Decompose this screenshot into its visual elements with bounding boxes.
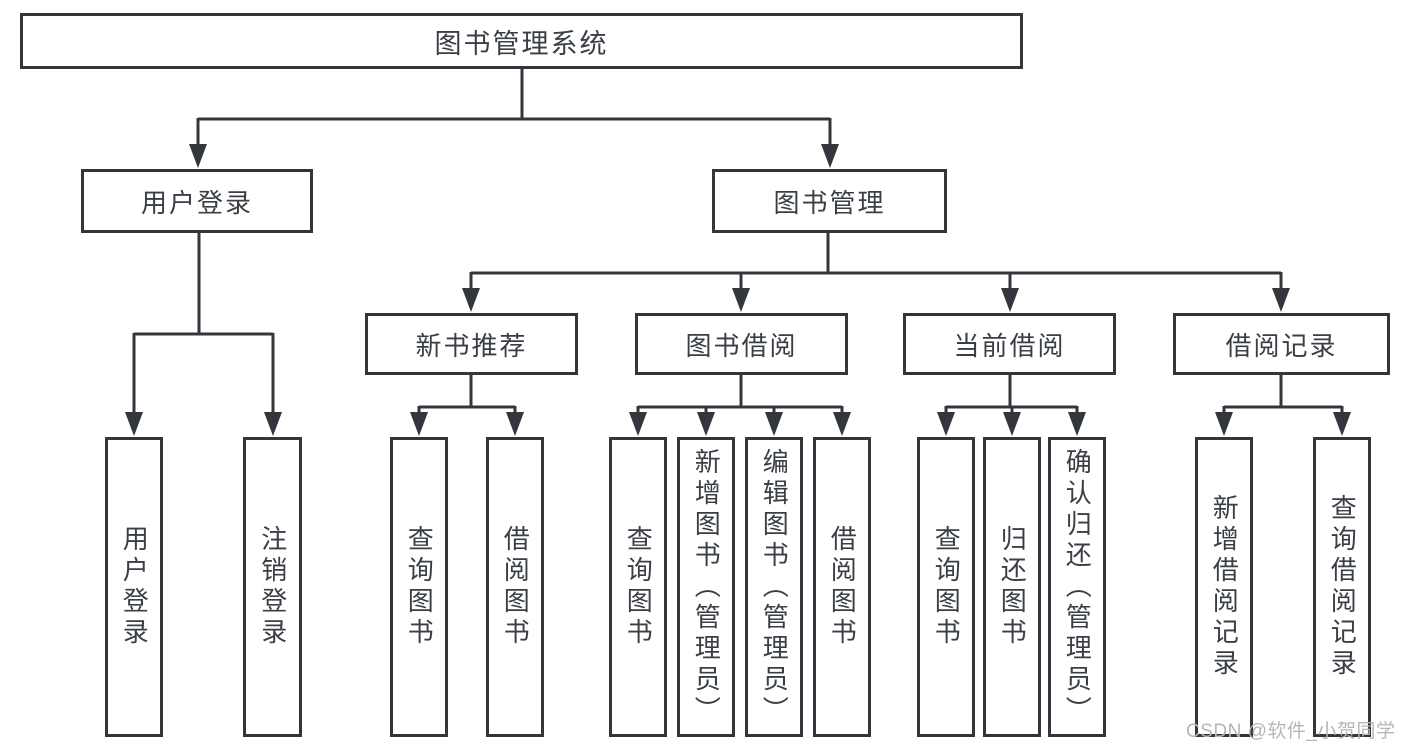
leaf-query-books-current: 查询图书	[917, 437, 975, 737]
node-label: 查询图书	[404, 525, 435, 649]
node-user-login: 用户登录	[81, 169, 313, 233]
leaf-query-borrow-record: 查询借阅记录	[1313, 437, 1371, 737]
node-library-management-system: 图书管理系统	[20, 13, 1023, 69]
node-new-book-recommend: 新书推荐	[365, 313, 578, 375]
node-label: 新增借阅记录	[1209, 494, 1240, 680]
node-label: 查询图书	[931, 525, 962, 649]
node-label: 借阅图书	[827, 525, 858, 649]
node-label: 借阅图书	[500, 525, 531, 649]
node-label: 查询借阅记录	[1327, 494, 1358, 680]
node-label: 借阅记录	[1225, 330, 1338, 361]
leaf-borrow-books-recommend: 借阅图书	[486, 437, 544, 737]
node-label: 归还图书	[997, 525, 1028, 649]
node-label: 确认归还（管理员）	[1062, 447, 1093, 727]
leaf-logout: 注销登录	[243, 437, 302, 737]
node-label: 编辑图书（管理员）	[759, 447, 790, 727]
node-label: 图书管理	[773, 187, 886, 218]
node-label: 图书借阅	[685, 330, 798, 361]
arrowheads	[125, 144, 1351, 436]
node-book-management: 图书管理	[712, 169, 947, 233]
leaf-borrow-books-borrowing: 借阅图书	[813, 437, 871, 737]
node-label: 查询图书	[623, 525, 654, 649]
node-label: 图书管理系统	[434, 28, 609, 59]
node-label: 新增图书（管理员）	[691, 447, 722, 727]
node-label: 注销登录	[257, 525, 288, 649]
leaf-confirm-return-admin: 确认归还（管理员）	[1048, 437, 1106, 737]
leaf-query-books-recommend: 查询图书	[390, 437, 448, 737]
node-label: 新书推荐	[415, 330, 528, 361]
leaf-add-borrow-record: 新增借阅记录	[1195, 437, 1253, 737]
node-book-borrowing: 图书借阅	[635, 313, 848, 375]
node-current-borrowing: 当前借阅	[903, 313, 1116, 375]
node-label: 当前借阅	[953, 330, 1066, 361]
node-label: 用户登录	[119, 525, 150, 649]
leaf-add-books-admin: 新增图书（管理员）	[677, 437, 735, 737]
leaf-user-login: 用户登录	[105, 437, 163, 737]
leaf-return-books: 归还图书	[983, 437, 1041, 737]
leaf-query-books-borrowing: 查询图书	[609, 437, 667, 737]
watermark: CSDN @软件_小贺同学	[1186, 721, 1396, 742]
leaf-edit-books-admin: 编辑图书（管理员）	[745, 437, 803, 737]
node-label: 用户登录	[140, 187, 253, 218]
node-borrowing-records: 借阅记录	[1173, 313, 1390, 375]
